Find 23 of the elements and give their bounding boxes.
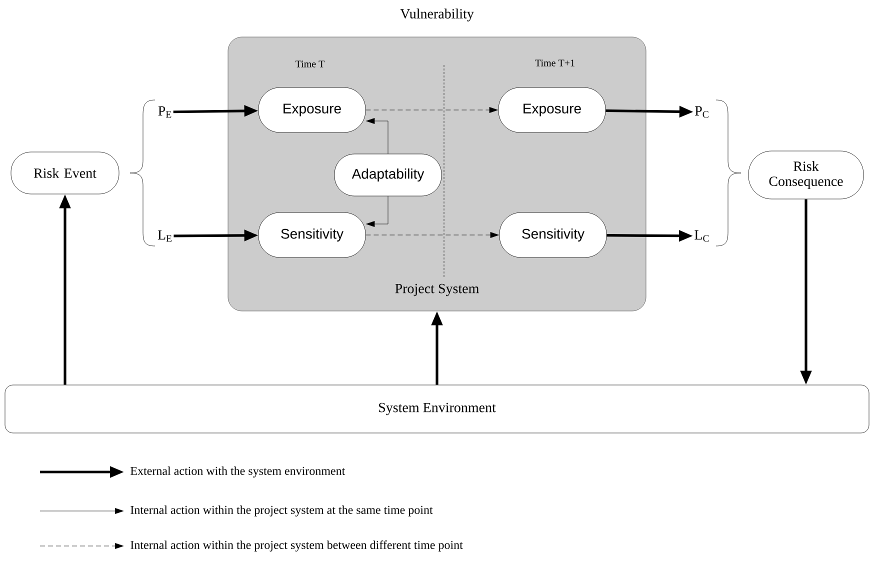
- box-title: Project System: [395, 284, 479, 296]
- rounded-box: Risk Consequence: [748, 150, 864, 200]
- arrow: [366, 107, 498, 113]
- rounded-box: Exposure: [498, 87, 606, 133]
- symbol-text: L$_{E}$: [158, 230, 172, 242]
- arrow: [366, 232, 499, 238]
- time-label: Time T+1: [535, 60, 574, 66]
- arrow: [366, 118, 388, 154]
- legend-text: Internal action within the project system at the same time point: [130, 506, 433, 516]
- rounded-box: Exposure: [258, 87, 366, 133]
- rounded-box: Sensitivity: [499, 212, 607, 258]
- symbol-text: P$_{E}$: [158, 106, 172, 118]
- legend-text: Internal action within the project system between different time point: [130, 540, 463, 552]
- legend-text: External action with the system environment: [130, 466, 346, 478]
- time-label: Time T: [296, 60, 325, 68]
- symbol-text: P$_{C}$: [695, 106, 708, 118]
- environment-bar: System Environment: [4, 384, 870, 434]
- rounded-box: Risk Event: [10, 152, 120, 194]
- heading: Vulnerability: [400, 8, 474, 22]
- arrow: [366, 196, 388, 227]
- rounded-box: Adaptability: [334, 154, 442, 196]
- rounded-box: Sensitivity: [258, 212, 366, 258]
- symbol-text: L$_{C}$: [694, 230, 709, 242]
